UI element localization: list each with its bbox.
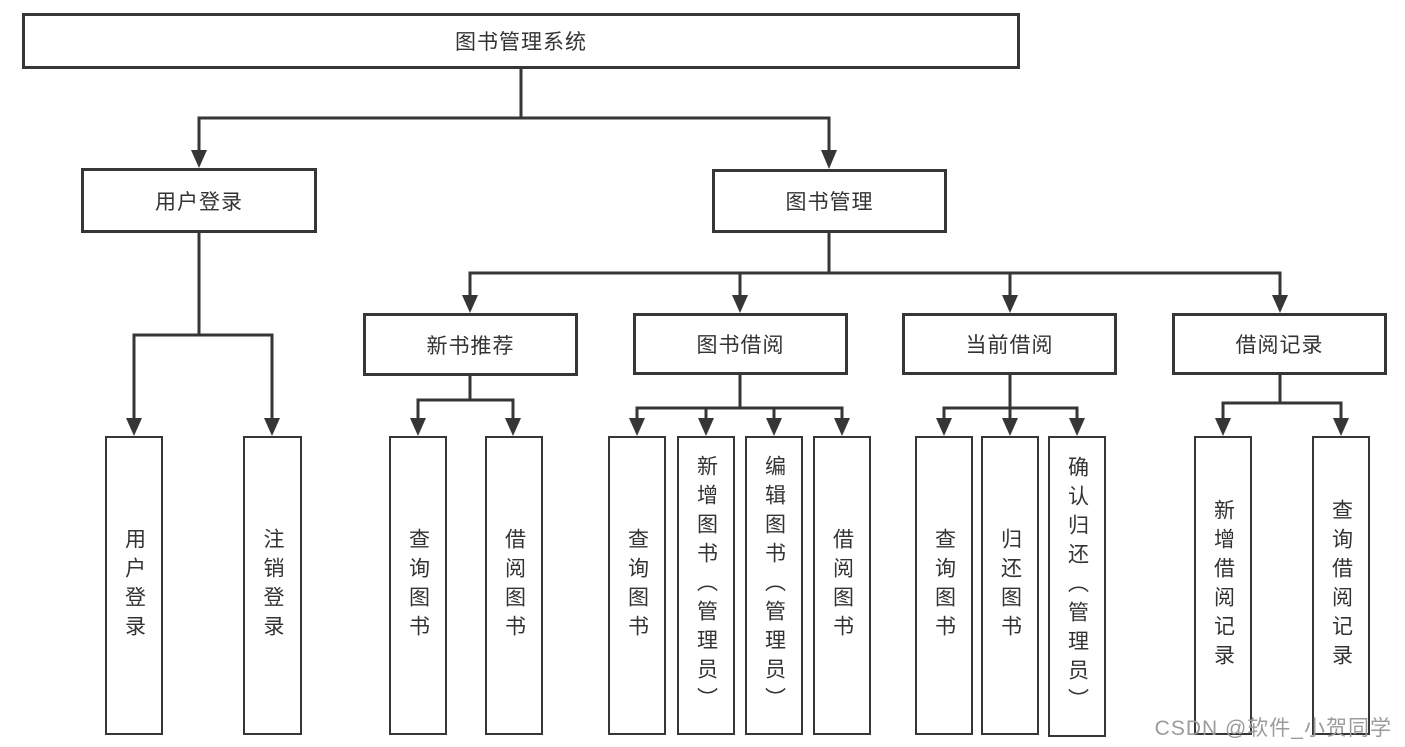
node-user-login: 用户登录: [81, 168, 317, 233]
node-label: 编辑图书（管理员）: [762, 455, 786, 716]
node-label: 新增借阅记录: [1211, 498, 1235, 673]
node-label: 借阅图书: [502, 527, 526, 644]
node-label: 查询图书: [932, 527, 956, 644]
node-current-borrow: 当前借阅: [902, 313, 1117, 375]
node-leaf-borrow-books-recommend: 借阅图书: [485, 436, 543, 735]
node-leaf-query-books-borrow: 查询图书: [608, 436, 666, 735]
node-borrow-records: 借阅记录: [1172, 313, 1387, 375]
connector-borrow-records-children: [1221, 373, 1343, 422]
node-leaf-query-books-current: 查询图书: [915, 436, 973, 735]
node-label: 借阅记录: [1235, 334, 1324, 357]
node-leaf-query-borrow-record: 查询借阅记录: [1312, 436, 1370, 735]
connector-root-to-level2: [197, 67, 831, 154]
node-label: 查询图书: [625, 527, 649, 644]
node-label: 确认归还（管理员）: [1065, 456, 1089, 717]
node-book-borrow: 图书借阅: [633, 313, 848, 375]
node-label: 用户登录: [122, 527, 146, 644]
node-leaf-logout: 注销登录: [243, 436, 302, 735]
node-leaf-add-borrow-record: 新增借阅记录: [1194, 436, 1252, 735]
connector-current-borrow-children: [942, 373, 1079, 422]
node-new-book-recommend: 新书推荐: [363, 313, 578, 376]
connector-book-borrow-children: [635, 373, 844, 422]
node-leaf-query-books-recommend: 查询图书: [389, 436, 447, 735]
connector-new-book-recommend-children: [416, 374, 515, 422]
node-leaf-user-login: 用户登录: [105, 436, 163, 735]
node-label: 查询图书: [406, 527, 430, 644]
csdn-watermark: CSDN @软件_小贺同学: [1154, 717, 1392, 740]
node-label: 新增图书（管理员）: [694, 455, 718, 716]
node-leaf-add-books-admin: 新增图书（管理员）: [677, 436, 735, 735]
node-leaf-confirm-return-admin: 确认归还（管理员）: [1048, 436, 1106, 737]
node-leaf-return-books: 归还图书: [981, 436, 1039, 735]
node-book-management: 图书管理: [712, 169, 947, 233]
node-label: 图书借阅: [696, 334, 785, 357]
connector-book-management-children: [468, 231, 1282, 299]
node-label: 图书管理系统: [455, 31, 587, 54]
node-leaf-edit-books-admin: 编辑图书（管理员）: [745, 436, 803, 735]
node-label: 注销登录: [261, 527, 284, 644]
node-library-management-system: 图书管理系统: [22, 13, 1020, 69]
connector-user-login-children: [132, 231, 274, 422]
node-label: 用户登录: [155, 190, 243, 214]
node-label: 查询借阅记录: [1329, 498, 1353, 673]
node-label: 新书推荐: [426, 334, 515, 358]
node-leaf-borrow-books: 借阅图书: [813, 436, 871, 735]
node-label: 借阅图书: [830, 527, 854, 644]
node-label: 归还图书: [998, 527, 1022, 644]
node-label: 图书管理: [785, 191, 874, 214]
node-label: 当前借阅: [965, 334, 1054, 357]
